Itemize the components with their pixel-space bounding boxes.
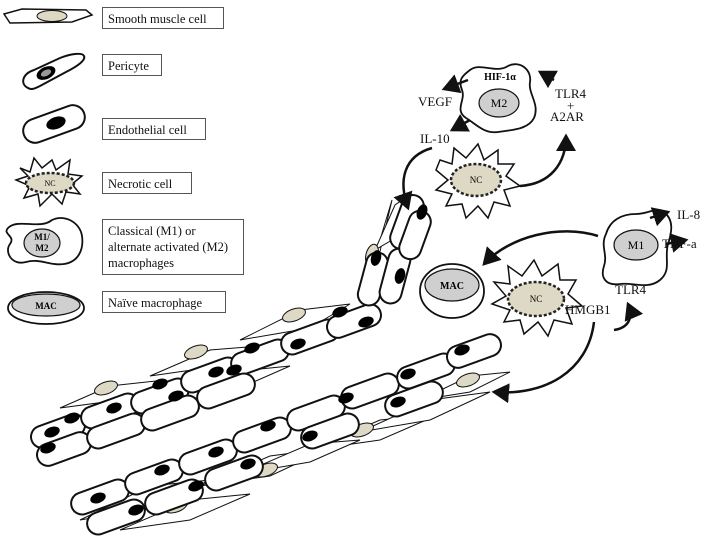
upper-vessel bbox=[30, 194, 432, 467]
legend-icons: NC M1/ M2 MAC bbox=[2, 8, 94, 325]
legend-endothelial-label: Endothelial cell bbox=[102, 118, 206, 140]
nc-top-label: NC bbox=[470, 175, 483, 185]
tlr4-a2ar-plus: + bbox=[567, 98, 575, 113]
arrow-m2-to-il10 bbox=[449, 113, 471, 132]
legend-smooth-muscle-icon bbox=[2, 8, 94, 24]
arrow-m1-to-mac bbox=[482, 230, 599, 266]
vegf-label: VEGF bbox=[418, 94, 452, 109]
arrow-m2-to-vegf bbox=[441, 74, 469, 94]
tlr4-a2ar-line1: TLR4 bbox=[555, 86, 587, 101]
m1-label: M1 bbox=[628, 238, 645, 252]
necrotic-cell-top: NC bbox=[434, 142, 522, 220]
tlr4-a2ar-line3: A2AR bbox=[550, 109, 584, 124]
legend-pericyte-label: Pericyte bbox=[102, 54, 162, 76]
necrotic-cell-mid: NC bbox=[490, 258, 584, 338]
svg-text:M1/: M1/ bbox=[34, 232, 50, 242]
lower-vessel bbox=[70, 333, 511, 536]
tnfa-label: TNF-a bbox=[662, 236, 697, 251]
arrow-m2-to-tlr4 bbox=[537, 70, 558, 89]
mac-label: MAC bbox=[440, 281, 464, 292]
legend-pericyte-icon bbox=[22, 52, 86, 91]
tlr4-label: TLR4 bbox=[615, 282, 647, 297]
legend-naive-icon-text: MAC bbox=[35, 301, 57, 311]
il10-label: IL-10 bbox=[420, 131, 450, 146]
legend-naive-macrophage-label: Naïve macrophage bbox=[102, 291, 226, 313]
arrow-nc-to-tlr4 bbox=[519, 133, 576, 188]
m1-macrophage: M1 bbox=[601, 208, 673, 287]
legend-endothelial-icon bbox=[22, 104, 86, 144]
legend-macrophage-label: Classical (M1) or alternate activated (M… bbox=[102, 219, 244, 275]
naive-macrophage: MAC bbox=[419, 263, 485, 319]
il8-label: IL-8 bbox=[677, 207, 701, 222]
legend-necrotic-label: Necrotic cell bbox=[102, 172, 192, 194]
arrows bbox=[393, 70, 689, 404]
nc-mid-label: NC bbox=[530, 294, 543, 304]
svg-text:M2: M2 bbox=[36, 243, 49, 253]
legend-naive-macrophage-icon: MAC bbox=[7, 291, 85, 325]
legend-necrotic-icon: NC bbox=[13, 156, 84, 208]
m2-macrophage: HIF-1α M2 bbox=[459, 63, 537, 134]
hif-label: HIF-1α bbox=[484, 72, 516, 83]
arrow-m1-to-tnfa bbox=[665, 233, 689, 253]
legend-necrotic-icon-text: NC bbox=[44, 179, 55, 188]
m2-label: M2 bbox=[491, 96, 508, 110]
legend-smooth-muscle-label: Smooth muscle cell bbox=[102, 7, 224, 29]
arrow-hmgb1-to-tlr4 bbox=[613, 301, 644, 332]
legend-macrophage-icon: M1/ M2 bbox=[5, 217, 84, 266]
arrow-m1-to-il8 bbox=[649, 207, 671, 227]
arrow-vegf-to-vessel bbox=[393, 146, 433, 211]
arrow-hmgb1-to-vessel bbox=[491, 321, 596, 404]
hmgb1-label: HMGB1 bbox=[565, 302, 611, 317]
